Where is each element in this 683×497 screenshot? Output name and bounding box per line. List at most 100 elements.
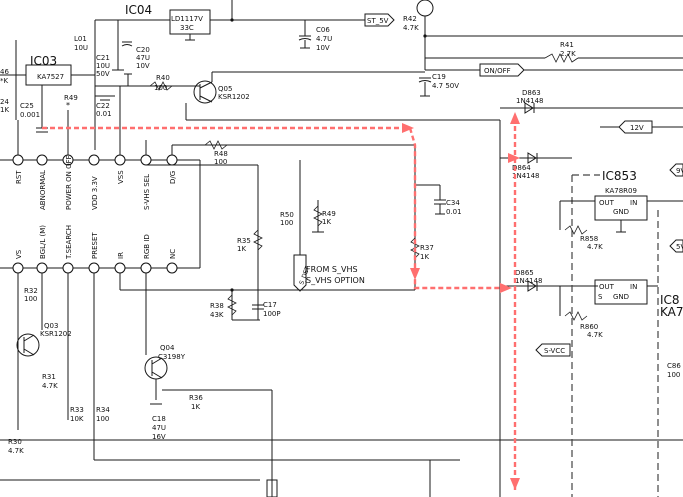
q04-ref: Q04 bbox=[160, 344, 175, 352]
highlight-arrow-up bbox=[510, 112, 520, 124]
c06-val2: 10V bbox=[316, 44, 330, 52]
c06-ref: C06 bbox=[316, 26, 330, 34]
r32-ref: R32 bbox=[24, 287, 38, 295]
transistor-top bbox=[416, 0, 434, 17]
q05-ref: Q05 bbox=[218, 85, 232, 93]
r858-val: 4.7K bbox=[587, 243, 603, 251]
r46-val: *K bbox=[0, 77, 9, 85]
r41-ref: R41 bbox=[560, 41, 574, 49]
c20-ref: C20 bbox=[136, 46, 150, 54]
pin-vss: VSS bbox=[117, 170, 125, 184]
r50-val: 100 bbox=[280, 219, 293, 227]
c25-val: 0.001 bbox=[20, 111, 40, 119]
net-tag-sdet bbox=[293, 254, 307, 292]
highlight-arrow-down-bottom bbox=[510, 478, 520, 490]
r31-ref: R31 bbox=[42, 373, 56, 381]
c21-ref: C21 bbox=[96, 54, 110, 62]
net-onoff: ON/OFF bbox=[484, 67, 511, 75]
net-tag-onoff bbox=[479, 63, 525, 77]
pin-preset: PRESET bbox=[91, 232, 99, 259]
ic853-gnd: GND bbox=[613, 208, 629, 216]
r34-ref: R34 bbox=[96, 406, 110, 414]
ic8x-in: IN bbox=[630, 283, 637, 291]
highlight-arrow-right-top bbox=[402, 123, 414, 133]
top-pins: RST ABNORMAL POWER ON OFF VDD 3.3V VSS S… bbox=[12, 154, 178, 210]
q05-symbol bbox=[193, 80, 217, 104]
c21-val2: 50V bbox=[96, 70, 110, 78]
c22-ref: C22 bbox=[96, 102, 110, 110]
c19-val: 4.7 50V bbox=[432, 82, 459, 90]
r34-val: 100 bbox=[96, 415, 109, 423]
ic8x-ref: IC8 bbox=[660, 293, 680, 307]
c86-val: 100 bbox=[667, 371, 680, 379]
c25-ref: C25 bbox=[20, 102, 34, 110]
r41-val: 2.7K bbox=[560, 50, 576, 58]
q03-ref: Q03 bbox=[44, 322, 58, 330]
c18-ref: C18 bbox=[152, 415, 166, 423]
note-line2: S_VHS OPTION bbox=[306, 276, 365, 285]
c19-ref: C19 bbox=[432, 73, 446, 81]
ic03-block: IC03 KA7527 46 *K 24 1K C25 0.001 bbox=[0, 40, 95, 133]
d863-ref: D863 bbox=[522, 89, 541, 97]
r860-ref: R860 bbox=[580, 323, 598, 331]
c20-val2: 10V bbox=[136, 62, 150, 70]
r49b-ref: R49 bbox=[322, 210, 336, 218]
highlight-path bbox=[42, 112, 520, 490]
c22-val: 0.01 bbox=[96, 110, 112, 118]
pin-vdd: VDD 3.3V bbox=[91, 176, 99, 210]
r24-ref: 24 bbox=[0, 98, 9, 106]
c06-val1: 4.7U bbox=[316, 35, 332, 43]
ic8x-part: KA7 bbox=[660, 305, 683, 319]
ic04-ref: IC04 bbox=[125, 3, 152, 17]
r40-val: 100 bbox=[154, 84, 167, 92]
c34-val: 0.01 bbox=[446, 208, 462, 216]
r860-val: 4.7K bbox=[587, 331, 603, 339]
pin-nc: NC bbox=[169, 249, 177, 259]
net-tag-svcc bbox=[535, 343, 571, 357]
d864-ref: D864 bbox=[512, 164, 531, 172]
highlight-arrow-right-bottom bbox=[500, 283, 512, 293]
pin-rgbid: RGB ID bbox=[143, 234, 151, 259]
r50-ref: R50 bbox=[280, 211, 294, 219]
r35-ref: R35 bbox=[237, 237, 251, 245]
ic8x-body bbox=[594, 279, 648, 305]
r49b-val: 1K bbox=[322, 218, 331, 226]
main-ic: RST ABNORMAL POWER ON OFF VDD 3.3V VSS S… bbox=[0, 86, 683, 497]
pin-power: POWER ON OFF bbox=[65, 155, 73, 210]
r42-val: 4.7K bbox=[403, 24, 419, 32]
pin-abnormal: ABNORMAL bbox=[39, 170, 47, 210]
r33-val: 10K bbox=[70, 415, 84, 423]
pin-dg: D/G bbox=[169, 171, 177, 184]
d865-ref: D865 bbox=[515, 269, 534, 277]
q05-part: KSR1202 bbox=[218, 93, 250, 101]
r33-ref: R33 bbox=[70, 406, 84, 414]
c34-ref: C34 bbox=[446, 199, 460, 207]
ic8x-out: OUT bbox=[599, 283, 615, 291]
net-edge-9v: 9V bbox=[676, 167, 683, 175]
net-svcc: S-VCC bbox=[544, 347, 565, 355]
pin-rst: RST bbox=[15, 170, 23, 184]
highlight-arrow-d864 bbox=[508, 153, 520, 163]
r31-val: 4.7K bbox=[42, 382, 58, 390]
regulator-section: D863 1N4148 12V D864 1N4148 D865 1N4148 … bbox=[500, 89, 683, 497]
c18-val2: 16V bbox=[152, 433, 166, 441]
pin-ir: IR bbox=[117, 252, 125, 259]
ic03-ref: IC03 bbox=[30, 54, 57, 68]
net-tag-st5v bbox=[364, 13, 395, 27]
d865-part: 1N4148 bbox=[515, 277, 543, 285]
r32-val: 100 bbox=[24, 295, 37, 303]
r42-ref: R42 bbox=[403, 15, 417, 23]
ic853-part: KA78R09 bbox=[605, 187, 637, 195]
c86-ref: C86 bbox=[667, 362, 681, 370]
pin-bgl: BGL/L (M) bbox=[39, 225, 47, 259]
c21-val1: 10U bbox=[96, 62, 110, 70]
ic04-part: LD1117V bbox=[171, 15, 203, 23]
r36-ref: R36 bbox=[189, 394, 203, 402]
r46-ref: 46 bbox=[0, 68, 9, 76]
ic8x-gnd: GND bbox=[613, 293, 629, 301]
d864-part: 1N4148 bbox=[512, 172, 540, 180]
r858-ref: R858 bbox=[580, 235, 598, 243]
c18-val1: 47U bbox=[152, 424, 166, 432]
pin-tsearch: T.SEARCH bbox=[65, 225, 73, 260]
r37-ref: R37 bbox=[420, 244, 434, 252]
